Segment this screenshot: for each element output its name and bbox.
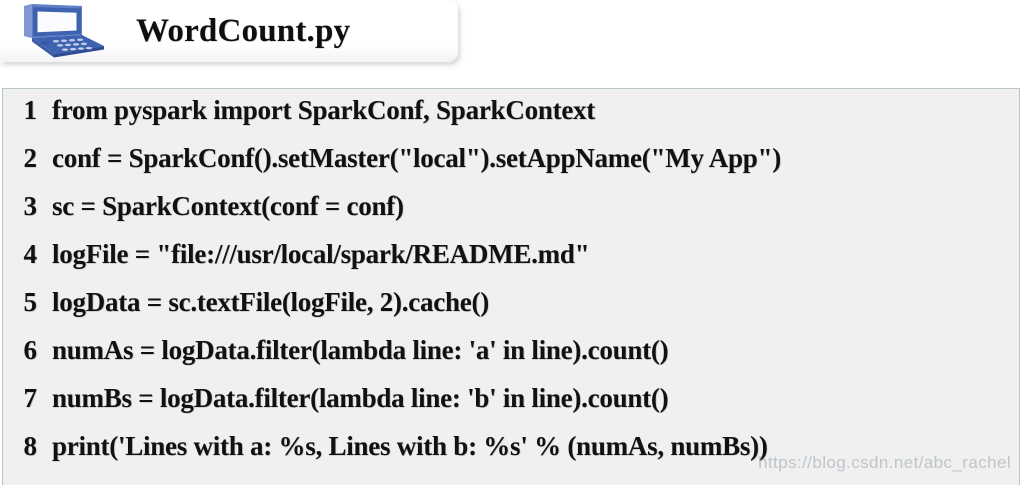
code-line: 7 numBs = logData.filter(lambda line: 'b'… bbox=[3, 383, 1019, 431]
code-line: 8 print('Lines with a: %s, Lines with b: … bbox=[3, 431, 1019, 479]
line-number: 4 bbox=[23, 239, 38, 269]
line-number: 2 bbox=[23, 143, 38, 173]
line-number: 8 bbox=[23, 431, 38, 461]
line-code: numAs = logData.filter(lambda line: 'a' … bbox=[52, 335, 669, 365]
code-line-list: 1 from pyspark import SparkConf, SparkCon… bbox=[3, 95, 1019, 479]
code-line: 3 sc = SparkContext(conf = conf) bbox=[3, 191, 1019, 239]
line-number: 5 bbox=[23, 287, 38, 317]
line-number: 3 bbox=[23, 191, 38, 221]
line-code: logData = sc.textFile(logFile, 2).cache(… bbox=[52, 287, 489, 317]
line-code: conf = SparkConf().setMaster("local").se… bbox=[52, 143, 782, 173]
code-line: 1 from pyspark import SparkConf, SparkCon… bbox=[3, 95, 1019, 143]
code-block: 1 from pyspark import SparkConf, SparkCon… bbox=[2, 88, 1020, 485]
code-line: 2 conf = SparkConf().setMaster("local").s… bbox=[3, 143, 1019, 191]
line-code: numBs = logData.filter(lambda line: 'b' … bbox=[52, 383, 669, 413]
line-code: print('Lines with a: %s, Lines with b: %… bbox=[52, 431, 768, 461]
line-code: logFile = "file:///usr/local/spark/READM… bbox=[52, 239, 590, 269]
code-line: 5 logData = sc.textFile(logFile, 2).cache… bbox=[3, 287, 1019, 335]
line-number: 1 bbox=[23, 95, 38, 125]
code-line: 6 numAs = logData.filter(lambda line: 'a'… bbox=[3, 335, 1019, 383]
line-code: from pyspark import SparkConf, SparkCont… bbox=[52, 95, 596, 125]
code-line: 4 logFile = "file:///usr/local/spark/READ… bbox=[3, 239, 1019, 287]
line-code: sc = SparkContext(conf = conf) bbox=[52, 191, 404, 221]
page-title: WordCount.py bbox=[136, 12, 351, 49]
laptop-icon bbox=[12, 2, 108, 60]
file-title-panel: WordCount.py bbox=[0, 0, 458, 62]
line-number: 7 bbox=[23, 383, 38, 413]
line-number: 6 bbox=[23, 335, 38, 365]
